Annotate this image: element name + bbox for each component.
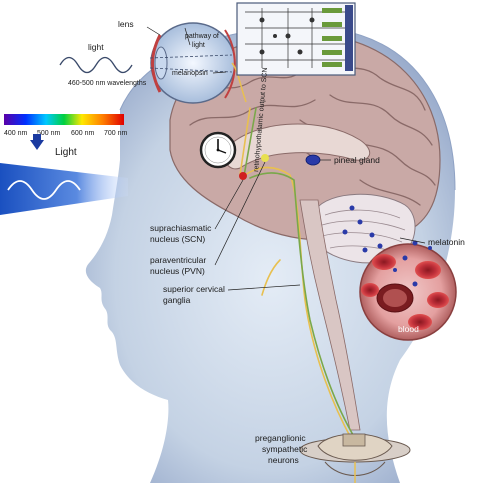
- preganglionic-label-1: preganglionic: [255, 433, 306, 443]
- light-wave-top: light 460-500 nm wavelengths: [59, 42, 147, 87]
- brain: [169, 33, 441, 241]
- melatonin-dots: [393, 240, 432, 287]
- preganglionic-label-2: sympathetic: [262, 444, 308, 454]
- arrow-down-icon: [30, 140, 44, 150]
- pvn-label-2: nucleus (PVN): [150, 266, 205, 276]
- tick-600: 600 nm: [71, 130, 95, 137]
- pvn-label-1: paraventricular: [150, 255, 206, 265]
- pineal-gland: [305, 154, 321, 166]
- scg-label-1: superior cervical: [163, 284, 225, 294]
- melanopsin-label: melanopsin: [172, 70, 208, 77]
- blood-vessel-inset: [359, 240, 457, 341]
- lens-label: lens: [118, 19, 134, 29]
- scn-dot: [239, 172, 247, 180]
- retina-neuron-inset: [236, 2, 356, 76]
- brainstem: [299, 199, 361, 431]
- eye-cross-section: [149, 22, 247, 104]
- red-blood-cells: [361, 254, 449, 330]
- spinal-ganglion: [299, 433, 411, 483]
- scn-label-2: nucleus (SCN): [150, 234, 205, 244]
- blood-label: blood: [398, 324, 419, 334]
- tick-500: 500 nm: [37, 130, 61, 137]
- melatonin-trail: [342, 205, 383, 253]
- scn-label-1: suprachiasmatic: [150, 223, 212, 233]
- light-top-label: light: [88, 42, 104, 52]
- light-beam: Light: [0, 134, 128, 215]
- scg-label-2: ganglia: [163, 295, 191, 305]
- melatonin-label: melatonin: [428, 237, 465, 247]
- pvn-dot: [261, 154, 269, 162]
- spectrum-bar: 400 nm 500 nm 600 nm 700 nm: [4, 114, 128, 137]
- wavelength-label: 460-500 nm wavelengths: [68, 80, 147, 87]
- tick-700: 700 nm: [104, 130, 128, 137]
- preganglionic-label-3: neurons: [268, 455, 299, 465]
- pathway-label-2: light: [192, 42, 205, 49]
- clock-icon: [199, 131, 237, 169]
- leader-lines: [146, 26, 426, 291]
- pathway-label-1: pathway of: [185, 33, 219, 40]
- light-main-label: Light: [55, 147, 77, 158]
- pineal-label: pineal gland: [334, 155, 380, 165]
- tick-400: 400 nm: [4, 130, 28, 137]
- neural-pathway: [239, 107, 357, 441]
